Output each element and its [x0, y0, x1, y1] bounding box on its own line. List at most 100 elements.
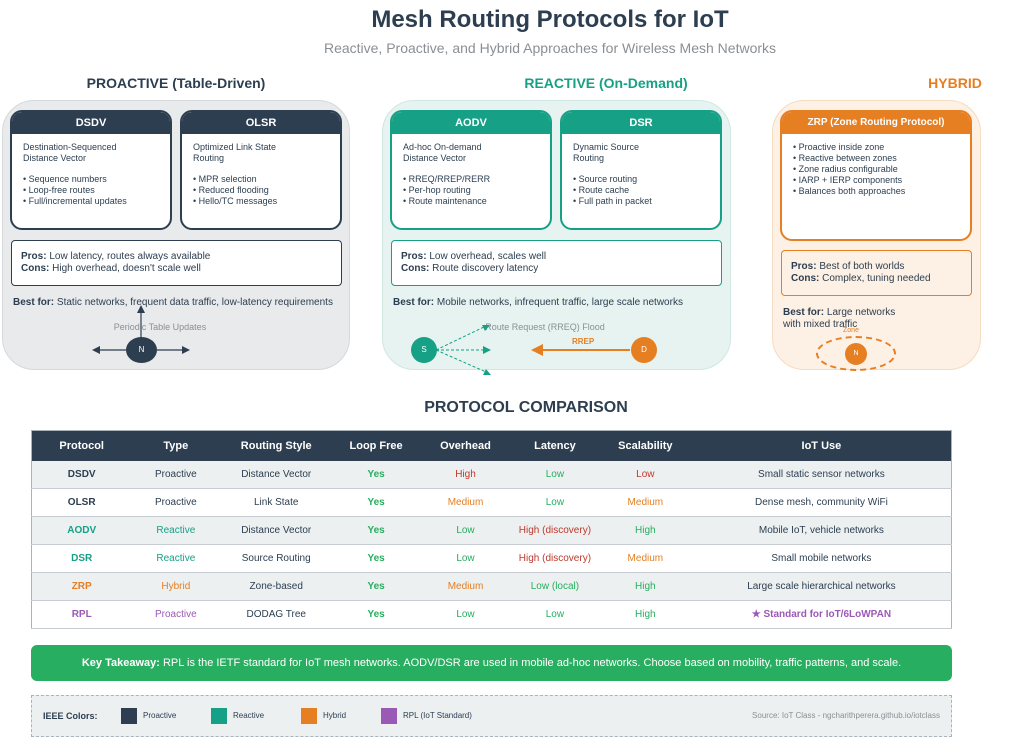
- table-cell: Proactive: [131, 488, 221, 517]
- destination-node: D: [631, 337, 657, 363]
- proactive-node: N: [126, 337, 157, 363]
- card-title: ZRP (Zone Routing Protocol): [782, 112, 970, 134]
- legend-label: RPL (IoT Standard): [403, 711, 472, 720]
- pros-label: Pros:: [21, 251, 47, 262]
- legend-label: Proactive: [143, 711, 177, 720]
- table-row: DSR Reactive Source Routing Yes Low High…: [31, 544, 952, 573]
- best-label: Best for:: [13, 297, 55, 308]
- best-text: Large networks: [826, 307, 896, 318]
- legend-swatch-hybrid: [301, 708, 317, 724]
- table-cell: High: [598, 600, 692, 629]
- card-desc-line: Ad-hoc On-demand: [403, 142, 482, 152]
- cons-label: Cons:: [791, 273, 820, 284]
- table-cell: AODV: [31, 516, 132, 545]
- table-cell: Low: [420, 516, 511, 545]
- table-row: ZRP Hybrid Zone-based Yes Medium Low (lo…: [31, 572, 952, 601]
- proactive-pros-cons: Pros: Low latency, routes always availab…: [11, 240, 342, 286]
- reactive-pros-cons: Pros: Low overhead, scales well Cons: Ro…: [391, 240, 722, 286]
- table-cell: Medium: [598, 488, 692, 517]
- key-takeaway-banner: Key Takeaway: RPL is the IETF standard f…: [31, 645, 952, 681]
- table-cell: Source Routing: [220, 544, 333, 573]
- legend-label: Reactive: [233, 711, 265, 720]
- hybrid-heading: HYBRID: [928, 75, 982, 91]
- best-label: Best for:: [393, 297, 435, 308]
- cons-text: High overhead, doesn't scale well: [52, 263, 201, 274]
- proactive-heading: PROACTIVE (Table-Driven): [86, 75, 266, 91]
- table-cell: RPL: [31, 600, 132, 629]
- best-text: Static networks, frequent data traffic, …: [56, 297, 333, 308]
- list-item: Reduced flooding: [193, 185, 340, 196]
- card-title: DSR: [562, 112, 720, 134]
- table-cell: High (discovery): [510, 516, 599, 545]
- pros-label: Pros:: [791, 261, 817, 272]
- table-updates-diagram: [92, 305, 190, 354]
- column-header: Routing Style: [220, 430, 333, 461]
- hybrid-pros-cons: Pros: Best of both worlds Cons: Complex,…: [781, 250, 972, 296]
- pros-text: Best of both worlds: [819, 261, 905, 272]
- card-desc-line: Distance Vector: [403, 153, 467, 163]
- cons-label: Cons:: [401, 263, 430, 274]
- source-node: S: [411, 337, 437, 363]
- table-row: DSDV Proactive Distance Vector Yes High …: [31, 461, 952, 489]
- table-cell: Reactive: [131, 516, 221, 545]
- table-cell: Proactive: [131, 600, 221, 629]
- hybrid-best-for: Best for: Large networks with mixed traf…: [783, 307, 973, 331]
- proactive-best-for: Best for: Static networks, frequent data…: [13, 297, 348, 309]
- legend-swatch-rpl: [381, 708, 397, 724]
- list-item: Source routing: [573, 174, 720, 185]
- pros-label: Pros:: [401, 251, 427, 262]
- list-item: Loop-free routes: [23, 185, 170, 196]
- table-cell: Zone-based: [220, 572, 333, 601]
- table-cell: Mobile IoT, vehicle networks: [691, 516, 952, 545]
- legend-title: IEEE Colors:: [43, 711, 98, 721]
- legend-swatch-reactive: [211, 708, 227, 724]
- hybrid-node: N: [845, 343, 867, 365]
- table-cell: Low: [510, 461, 599, 489]
- table-cell: Link State: [220, 488, 333, 517]
- table-cell: Medium: [420, 572, 511, 601]
- table-cell: Yes: [332, 461, 421, 489]
- list-item: IARP + IERP components: [793, 175, 970, 186]
- card-title: AODV: [392, 112, 550, 134]
- table-cell: DSR: [31, 544, 132, 573]
- table-cell: Low: [420, 544, 511, 573]
- best-text: with mixed traffic: [783, 319, 858, 330]
- list-item: Reactive between zones: [793, 153, 970, 164]
- table-cell: Distance Vector: [220, 461, 333, 489]
- table-row: AODV Reactive Distance Vector Yes Low Hi…: [31, 516, 952, 545]
- table-cell: High: [420, 461, 511, 489]
- list-item: Full/incremental updates: [23, 196, 170, 207]
- zone-label: Zone: [843, 327, 859, 334]
- table-cell: Low: [510, 600, 599, 629]
- card-title: DSDV: [12, 112, 170, 134]
- list-item: MPR selection: [193, 174, 340, 185]
- cons-label: Cons:: [21, 263, 50, 274]
- column-header: Latency: [510, 430, 599, 461]
- legend-swatch-proactive: [121, 708, 137, 724]
- table-cell: Small mobile networks: [691, 544, 952, 573]
- list-item: Full path in packet: [573, 196, 720, 207]
- cons-text: Complex, tuning needed: [822, 273, 931, 284]
- rrep-label: RREP: [572, 337, 595, 346]
- reactive-heading: REACTIVE (On-Demand): [524, 75, 688, 91]
- takeaway-label: Key Takeaway:: [81, 657, 160, 669]
- takeaway-text: RPL is the IETF standard for IoT mesh ne…: [159, 657, 902, 669]
- column-header: Scalability: [598, 430, 692, 461]
- table-cell: High (discovery): [510, 544, 599, 573]
- table-row: RPL Proactive DODAG Tree Yes Low Low Hig…: [31, 600, 952, 629]
- card-desc-line: Routing: [193, 153, 225, 163]
- card-desc-line: Distance Vector: [23, 153, 87, 163]
- comparison-heading: PROTOCOL COMPARISON: [424, 399, 628, 416]
- zone-ellipse: [816, 336, 896, 371]
- table-cell: Low: [598, 461, 692, 489]
- column-header: Protocol: [31, 430, 132, 461]
- source-credit: Source: IoT Class - ngcharithperera.gith…: [752, 711, 940, 720]
- table-cell: ★ Standard for IoT/6LoWPAN: [691, 600, 952, 629]
- table-cell: Yes: [332, 488, 421, 517]
- table-cell: Low (local): [510, 572, 599, 601]
- table-row: OLSR Proactive Link State Yes Medium Low…: [31, 488, 952, 517]
- table-cell: Large scale hierarchical networks: [691, 572, 952, 601]
